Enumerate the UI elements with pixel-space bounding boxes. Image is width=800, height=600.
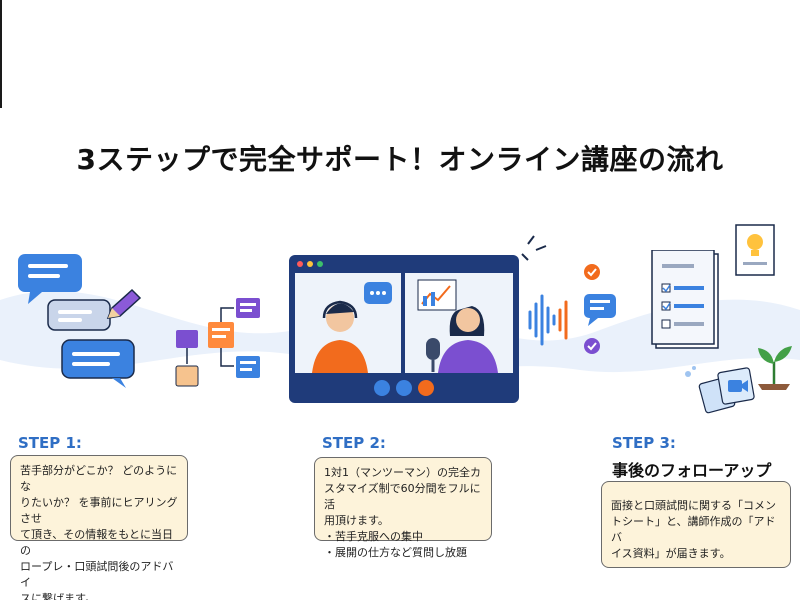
window-edge bbox=[0, 0, 2, 110]
step-2-line: 1対1（マンツーマン）の完全カ bbox=[324, 466, 481, 479]
checklist-document-icon bbox=[651, 250, 719, 349]
step-3-line: トシート」と、講師作成の「アドバ bbox=[611, 514, 776, 544]
pencil-icon bbox=[106, 288, 142, 319]
step-1-card: 苦手部分がどこか？ どのようにな りたいか？ を事前にヒアリングさせ て頂き、そ… bbox=[10, 455, 188, 600]
lightbulb-icon bbox=[735, 224, 775, 276]
step-3-line: イス資料」が届きます。 bbox=[611, 546, 731, 560]
step-3-label: STEP 3: bbox=[612, 434, 676, 452]
step-2-line: 用頂けます。 bbox=[324, 513, 389, 527]
step-3-subtitle: 事後のフォローアップ bbox=[612, 461, 772, 480]
step-1-line: 苦手部分がどこか？ どのようにな bbox=[20, 464, 178, 493]
checkmark-icon bbox=[584, 264, 600, 354]
step-1-line: スに繋げます。 bbox=[20, 591, 96, 600]
step-3-card: 面接と口頭試問に関する「コメン トシート」と、講師作成の「アドバ イス資料」が届… bbox=[601, 481, 791, 568]
step-1-line: て頂き、その情報をもとに当日の bbox=[20, 527, 174, 557]
page-title: 3ステップで完全サポート！オンライン講座の流れ bbox=[76, 143, 724, 176]
step-3-line: 面接と口頭試問に関する「コメン bbox=[611, 499, 776, 512]
step-2-line: ・展開の仕方など質問し放題 bbox=[324, 545, 467, 559]
video-call-icon bbox=[289, 255, 519, 403]
flowchart-icon bbox=[175, 298, 260, 387]
video-file-icon bbox=[685, 366, 755, 414]
plant-icon bbox=[758, 346, 792, 390]
step-1-line: ロープレ・口頭試問後のアドバイ bbox=[20, 559, 174, 589]
step-2-line: ・苦手克服への集中 bbox=[324, 529, 423, 543]
step-2-label: STEP 2: bbox=[322, 434, 386, 452]
sound-wave-icon bbox=[521, 235, 616, 346]
step-1-line: りたいか？ を事前にヒアリングさせ bbox=[20, 495, 178, 525]
step-2-line: スタマイズ制で60分間をフルに活 bbox=[324, 481, 481, 511]
step-1-label: STEP 1: bbox=[18, 434, 82, 452]
step-2-card: 1対1（マンツーマン）の完全カ スタマイズ制で60分間をフルに活 用頂けます。 … bbox=[314, 457, 492, 559]
